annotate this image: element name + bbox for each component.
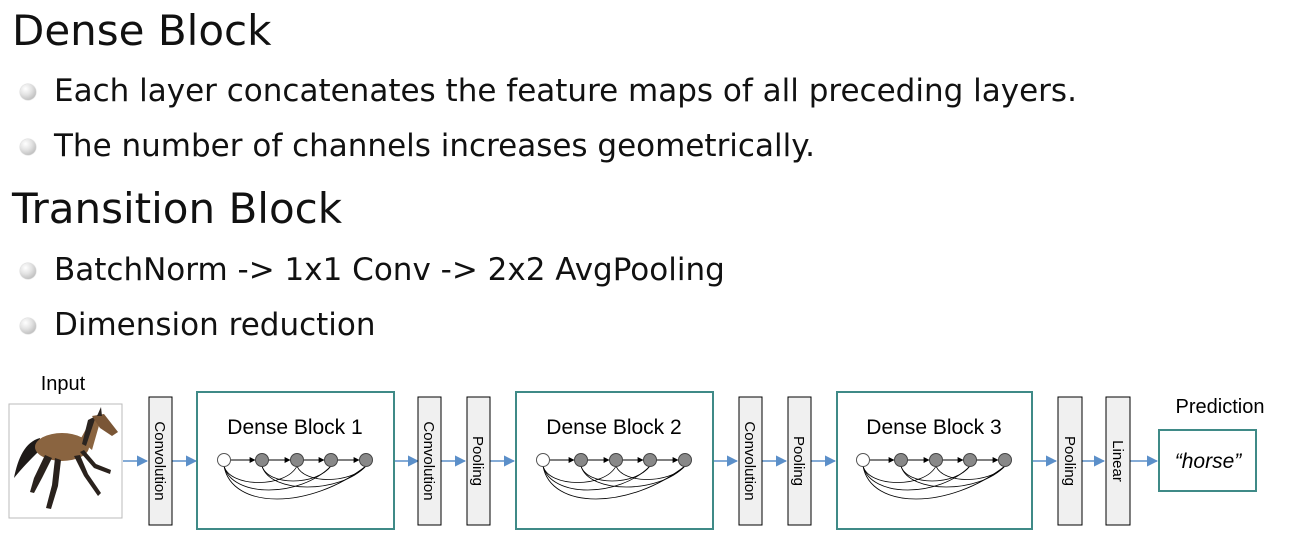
bullet-icon: [20, 138, 36, 155]
dense-block-2: Dense Block 2: [515, 391, 714, 530]
bullet-text: Dimension reduction: [54, 307, 376, 343]
prediction-label: Prediction: [1176, 396, 1265, 418]
layer-label: Convolution: [151, 421, 168, 500]
dense-node: [574, 453, 588, 467]
bullet-icon: [20, 317, 36, 334]
dense-block-1: Dense Block 1: [196, 391, 395, 530]
prediction-box: “horse”: [1158, 429, 1257, 492]
layer-label: Pooling: [790, 436, 807, 486]
dense-node-input: [217, 453, 231, 467]
dense-block-label: Dense Block 2: [546, 416, 681, 439]
section-title-dense-block: Dense Block: [12, 6, 272, 55]
layer-label: Pooling: [469, 436, 486, 486]
dense-node: [609, 453, 623, 467]
dense-node: [678, 453, 692, 467]
dense-node: [290, 453, 304, 467]
layer-convolution: Convolution: [417, 396, 442, 526]
bullet-item: Dimension reduction: [20, 310, 376, 341]
bullet-icon: [20, 83, 36, 100]
dense-connections: [862, 465, 1006, 500]
dense-block-label: Dense Block 1: [227, 416, 362, 439]
dense-node: [998, 453, 1012, 467]
dense-node: [963, 453, 977, 467]
dense-block-3: Dense Block 3: [836, 391, 1033, 530]
bullet-item: Each layer concatenates the feature maps…: [20, 76, 1077, 107]
dense-connections: [542, 465, 686, 500]
bullet-icon: [20, 262, 36, 279]
bullet-item: BatchNorm -> 1x1 Conv -> 2x2 AvgPooling: [20, 255, 725, 286]
layer-label: Convolution: [420, 421, 437, 500]
layer-label: Pooling: [1061, 436, 1078, 486]
layer-pooling: Pooling: [466, 396, 491, 526]
layer-pooling: Pooling: [1057, 396, 1083, 526]
layer-label: Convolution: [741, 421, 758, 500]
layer-linear: Linear: [1105, 396, 1131, 526]
section-title-transition-block: Transition Block: [12, 184, 343, 233]
densenet-diagram: Input Convolution: [8, 373, 1265, 530]
dense-node-input: [856, 453, 870, 467]
dense-node: [255, 453, 269, 467]
dense-node: [894, 453, 908, 467]
layer-convolution: Convolution: [738, 396, 763, 526]
dense-node: [643, 453, 657, 467]
dense-connections: [223, 465, 367, 500]
bullet-text: The number of channels increases geometr…: [54, 128, 815, 164]
layer-convolution: Convolution: [148, 396, 173, 526]
bullet-text: BatchNorm -> 1x1 Conv -> 2x2 AvgPooling: [54, 252, 725, 288]
layer-label: Linear: [1109, 440, 1126, 482]
layer-pooling: Pooling: [787, 396, 812, 526]
dense-node-input: [536, 453, 550, 467]
horse-image: [8, 403, 123, 519]
dense-node: [359, 453, 373, 467]
prediction-value: “horse”: [1175, 450, 1243, 473]
bullet-text: Each layer concatenates the feature maps…: [54, 73, 1077, 109]
input-label: Input: [41, 373, 86, 395]
dense-node: [929, 453, 943, 467]
dense-node: [324, 453, 338, 467]
bullet-item: The number of channels increases geometr…: [20, 131, 815, 162]
dense-block-label: Dense Block 3: [866, 416, 1001, 439]
